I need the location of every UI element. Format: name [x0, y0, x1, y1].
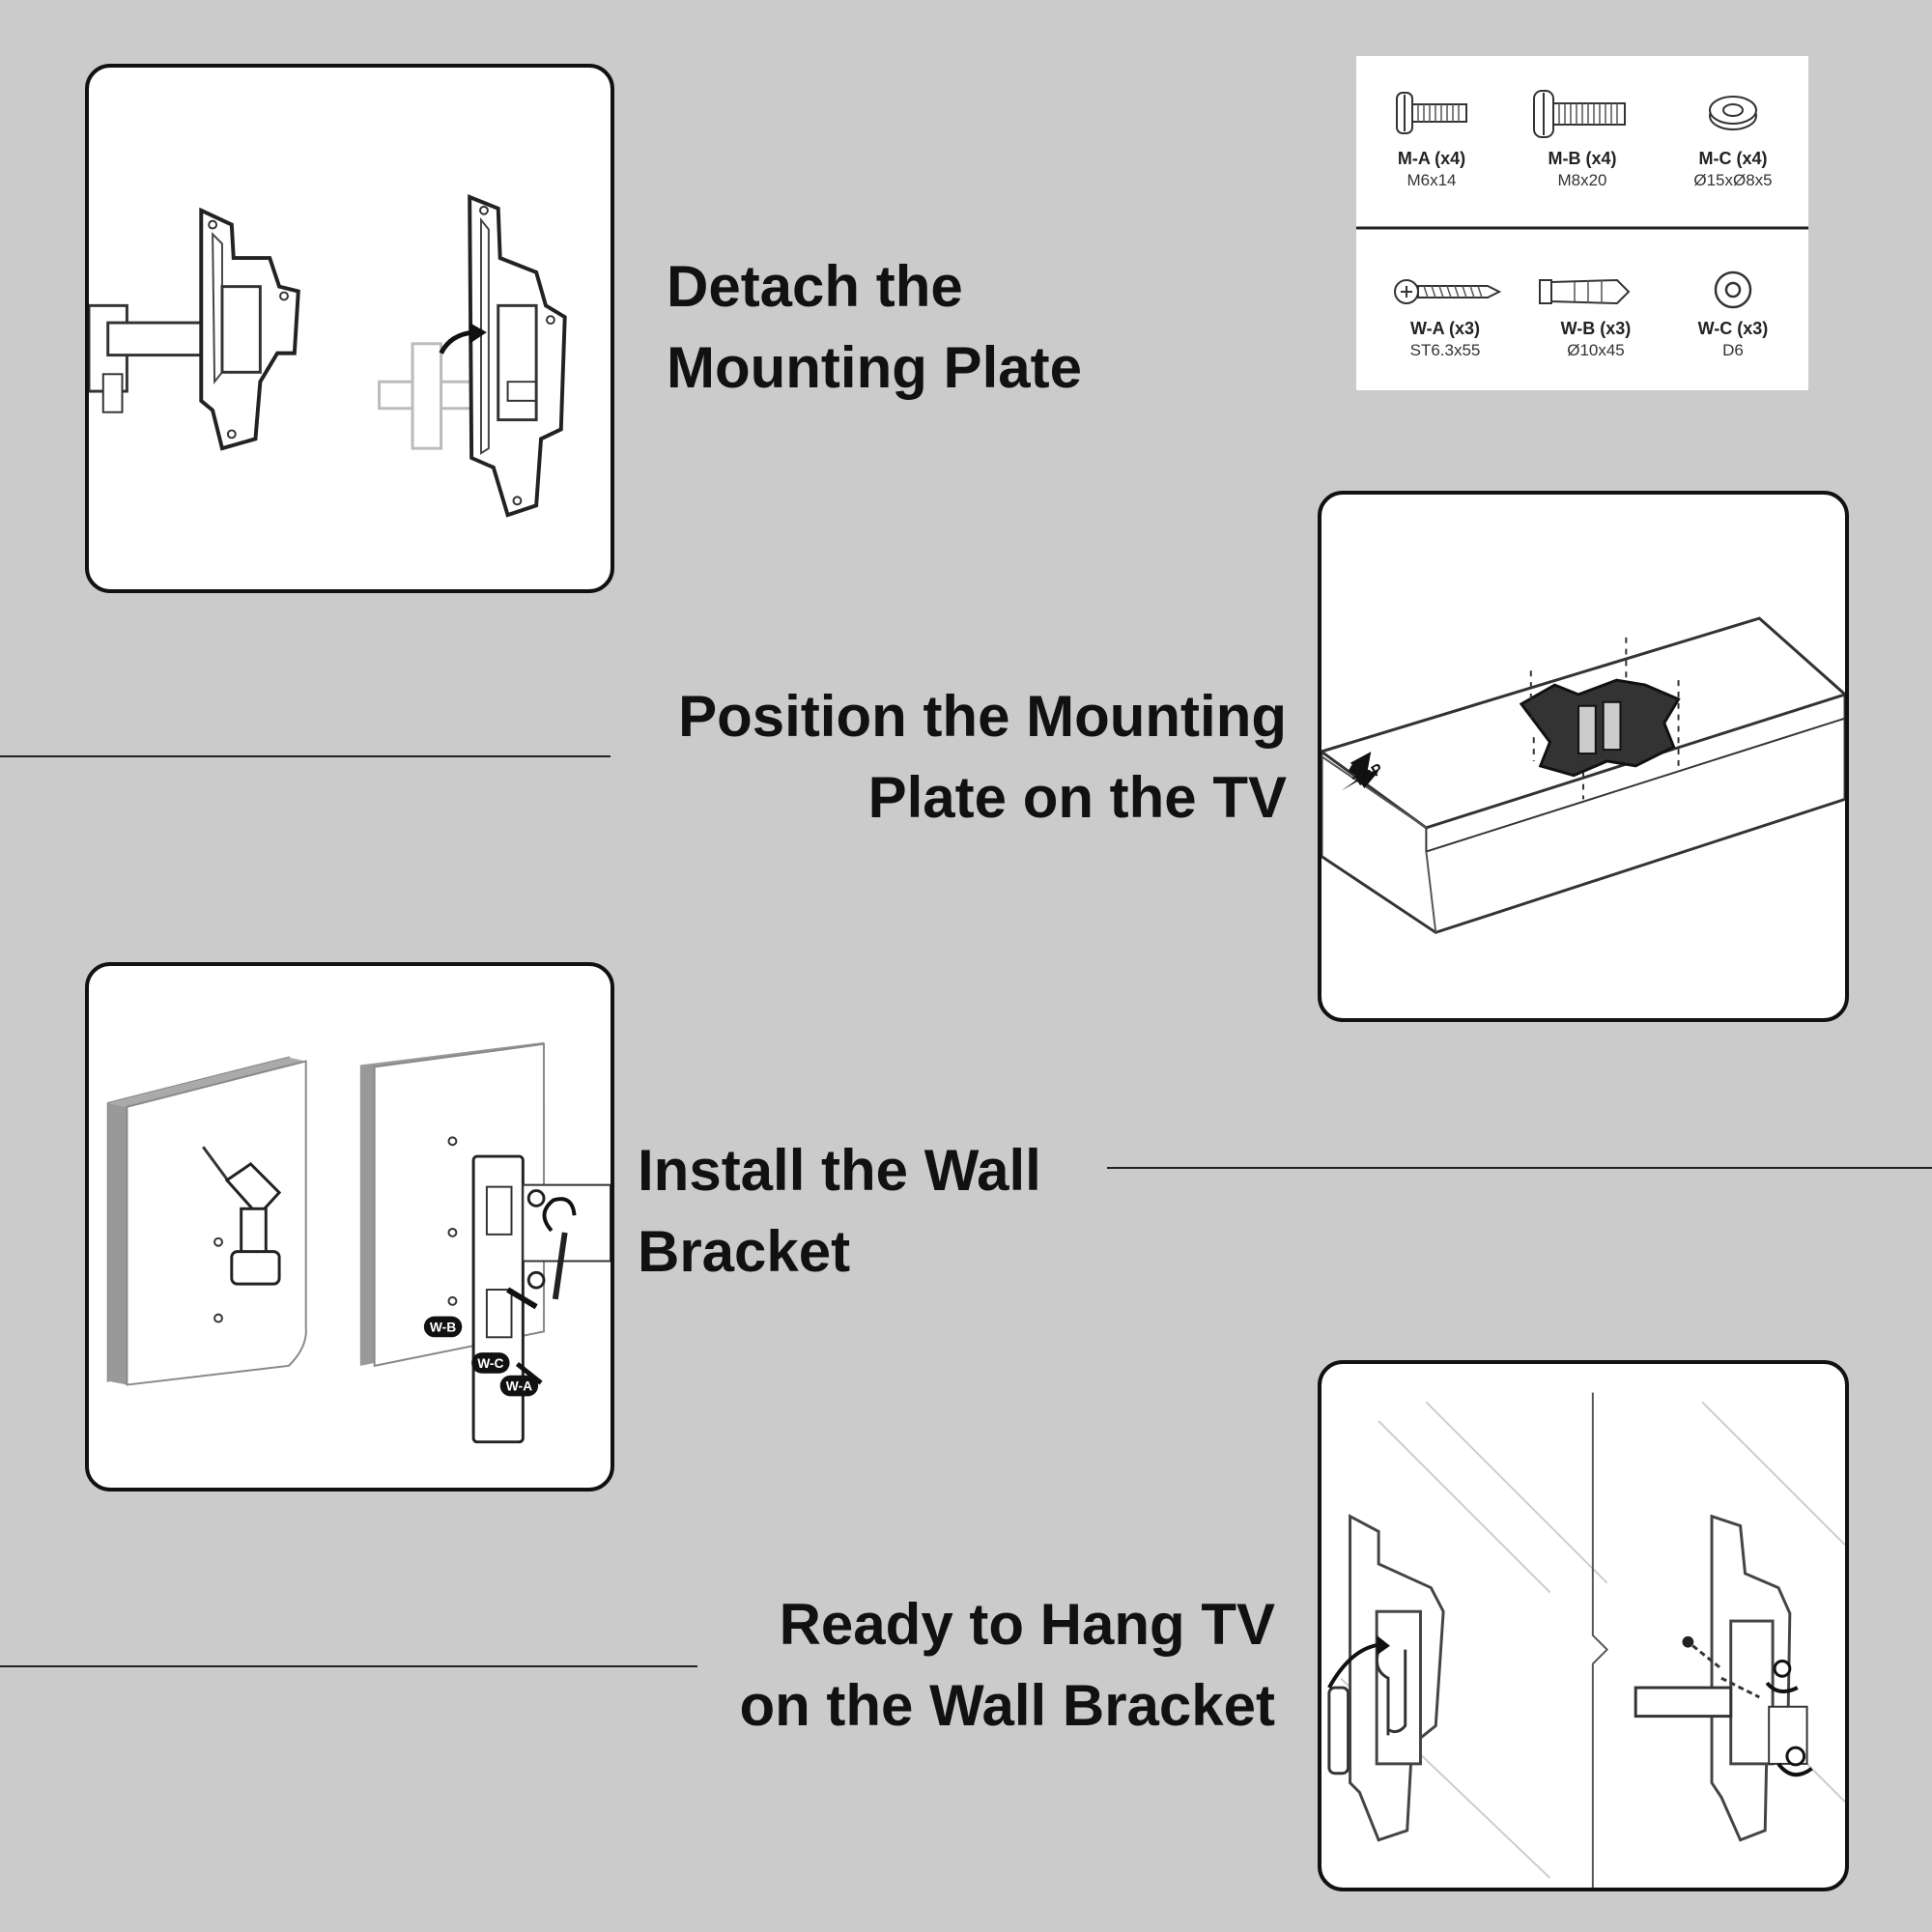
- step-2-title-line-2: Plate on the TV: [867, 765, 1287, 830]
- wall-anchor-icon: [1539, 278, 1631, 305]
- hardware-icons: [1356, 90, 1808, 309]
- spacer-icon: [1709, 96, 1757, 130]
- install-bracket-illustration: W-B W-C W-A: [106, 1041, 611, 1444]
- divider-line: [0, 1665, 697, 1667]
- washer-icon: [1714, 270, 1752, 309]
- short-bolt-icon: [1396, 92, 1467, 134]
- step-4-title-line-2: on the Wall Bracket: [739, 1673, 1275, 1738]
- hardware-size: Ø10x45: [1567, 341, 1625, 359]
- step-1-title: Detach the Mounting Plate: [667, 246, 1082, 409]
- hardware-code: W-C (x3): [1697, 319, 1769, 338]
- tag-w-b: W-B: [423, 1316, 463, 1338]
- step-4-title-line-1: Ready to Hang TV: [779, 1592, 1275, 1657]
- tag-w-b-label: W-B: [430, 1320, 456, 1334]
- step-1-title-line-2: Mounting Plate: [667, 335, 1082, 400]
- hang-tv-illustration: [1327, 1392, 1845, 1888]
- hardware-item-w-a: W-A (x3) ST6.3x55: [1370, 317, 1520, 361]
- step-2-title: Position the Mounting Plate on the TV: [580, 676, 1287, 838]
- hardware-size: M8x20: [1557, 171, 1607, 189]
- hardware-code: W-B (x3): [1560, 319, 1632, 338]
- hardware-size: D6: [1722, 341, 1744, 359]
- hardware-size: M6x14: [1406, 171, 1457, 189]
- hardware-item-w-c: W-C (x3) D6: [1658, 317, 1808, 361]
- long-bolt-icon: [1533, 90, 1626, 138]
- hardware-code: M-A (x4): [1397, 149, 1466, 168]
- drill-icon: [202, 1146, 282, 1286]
- step-2-illustration-panel: TOP: [1318, 491, 1849, 1022]
- hardware-code: M-B (x4): [1548, 149, 1617, 168]
- position-plate-illustration: TOP: [1321, 616, 1845, 934]
- hardware-size: ST6.3x55: [1409, 341, 1481, 359]
- hardware-code: M-C (x4): [1698, 149, 1768, 168]
- tag-w-c: W-C: [471, 1352, 510, 1374]
- step-2-title-line-1: Position the Mounting: [678, 684, 1287, 749]
- detach-plate-illustration: [89, 194, 567, 518]
- hardware-item-m-c: M-C (x4) Ø15xØ8x5: [1658, 147, 1808, 191]
- divider-line: [0, 755, 611, 757]
- step-3-title-line-2: Bracket: [638, 1219, 851, 1284]
- hardware-size: Ø15xØ8x5: [1693, 171, 1773, 189]
- step-1-illustration-panel: [85, 64, 614, 593]
- step-1-title-line-1: Detach the: [667, 254, 963, 319]
- tag-w-a-label: W-A: [506, 1378, 532, 1393]
- hardware-code: W-A (x3): [1410, 319, 1480, 338]
- divider-line: [1107, 1167, 1932, 1169]
- step-3-title-line-1: Install the Wall: [638, 1138, 1041, 1203]
- step-4-title: Ready to Hang TV on the Wall Bracket: [618, 1584, 1275, 1747]
- lag-screw-icon: [1394, 279, 1502, 304]
- hardware-item-m-a: M-A (x4) M6x14: [1356, 147, 1507, 191]
- tag-w-a: W-A: [499, 1375, 539, 1397]
- tag-w-c-label: W-C: [477, 1356, 503, 1371]
- step-3-illustration-panel: W-B W-C W-A: [85, 962, 614, 1492]
- hardware-list: M-A (x4) M6x14 M-B (x4) M8x20 M-C (x4) Ø…: [1356, 56, 1808, 390]
- hardware-item-m-b: M-B (x4) M8x20: [1507, 147, 1658, 191]
- step-3-title: Install the Wall Bracket: [638, 1130, 1041, 1293]
- hardware-item-w-b: W-B (x3) Ø10x45: [1520, 317, 1671, 361]
- step-4-illustration-panel: [1318, 1360, 1849, 1891]
